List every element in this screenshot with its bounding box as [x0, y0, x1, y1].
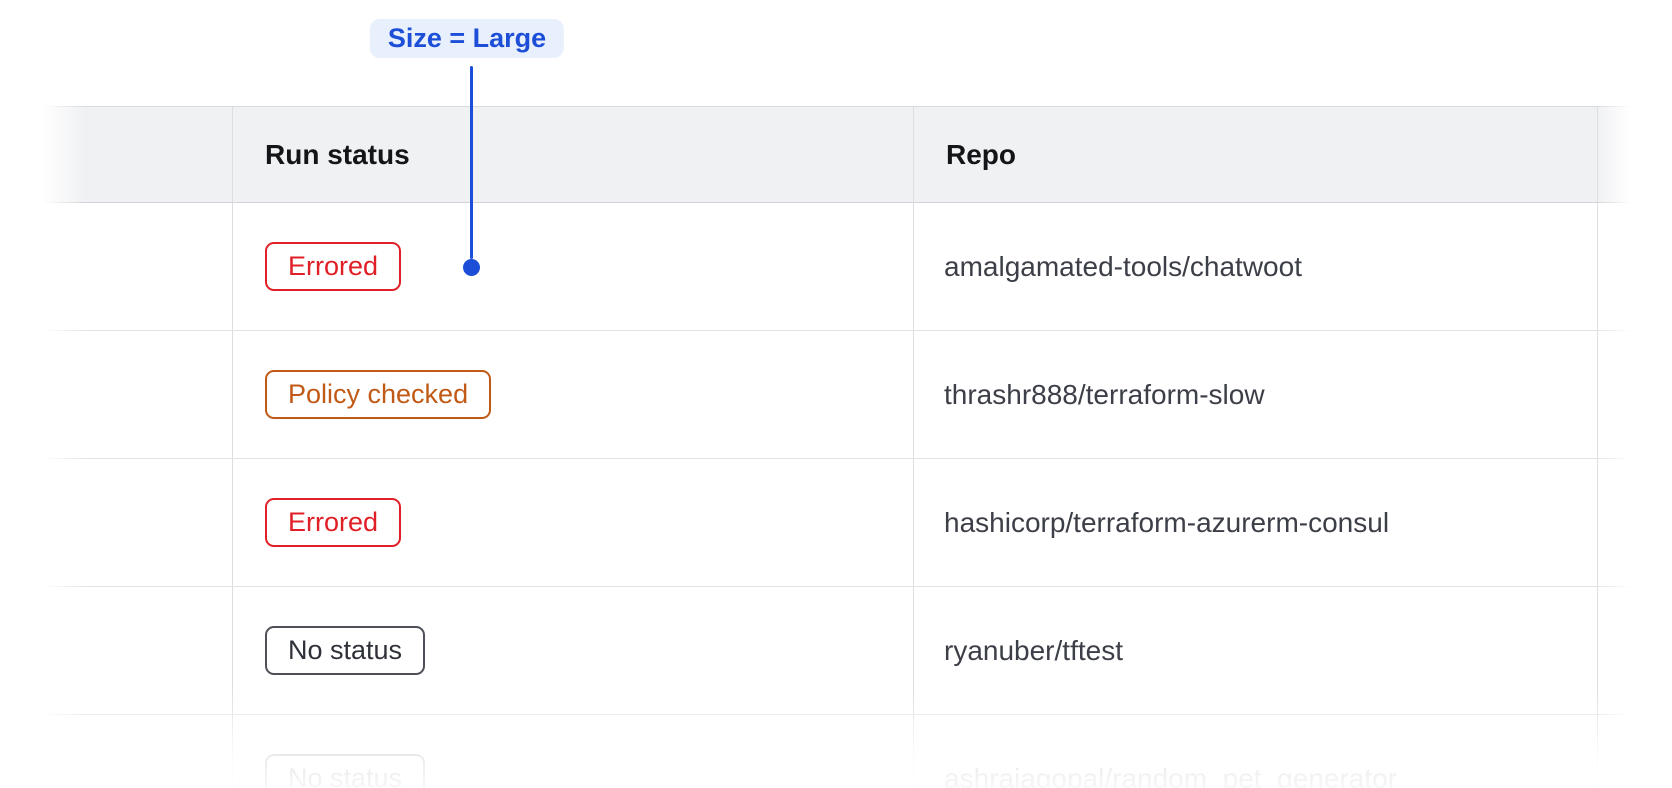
repo-name: ryanuber/tftest	[944, 634, 1123, 666]
callout-pointer-dot	[463, 259, 480, 276]
table-row[interactable]: Errored hashicorp/terraform-azurerm-cons…	[43, 459, 1633, 587]
table-row[interactable]: No status ryanuber/tftest	[43, 587, 1633, 715]
table-row[interactable]: Errored amalgamated-tools/chatwoot	[43, 203, 1633, 331]
repo-name: amalgamated-tools/chatwoot	[944, 250, 1302, 282]
column-header-repo: Repo	[913, 107, 1597, 202]
run-status-badge: Errored	[265, 242, 402, 291]
repo-name: thrashr888/terraform-slow	[944, 378, 1265, 410]
column-header-run-status: Run status	[232, 107, 913, 202]
run-status-badge: No status	[265, 626, 426, 675]
workspaces-table: Run status Repo Errored amalgamated-tool…	[43, 106, 1633, 788]
table-row[interactable]: No status ashrajagopal/random_pet_genera…	[43, 715, 1633, 788]
column-header-blank-right	[1597, 107, 1633, 202]
column-header-blank	[43, 107, 232, 202]
repo-name: hashicorp/terraform-azurerm-consul	[944, 506, 1390, 538]
table-header-row: Run status Repo	[43, 107, 1633, 203]
repo-name: ashrajagopal/random_pet_generator	[944, 762, 1397, 788]
run-status-badge: Policy checked	[265, 370, 492, 419]
size-large-callout-label: Size = Large	[369, 19, 565, 58]
table-row[interactable]: Policy checked thrashr888/terraform-slow	[43, 331, 1633, 459]
run-status-badge: Errored	[265, 498, 402, 547]
callout-pointer-line	[470, 66, 473, 259]
run-status-badge: No status	[265, 754, 426, 788]
